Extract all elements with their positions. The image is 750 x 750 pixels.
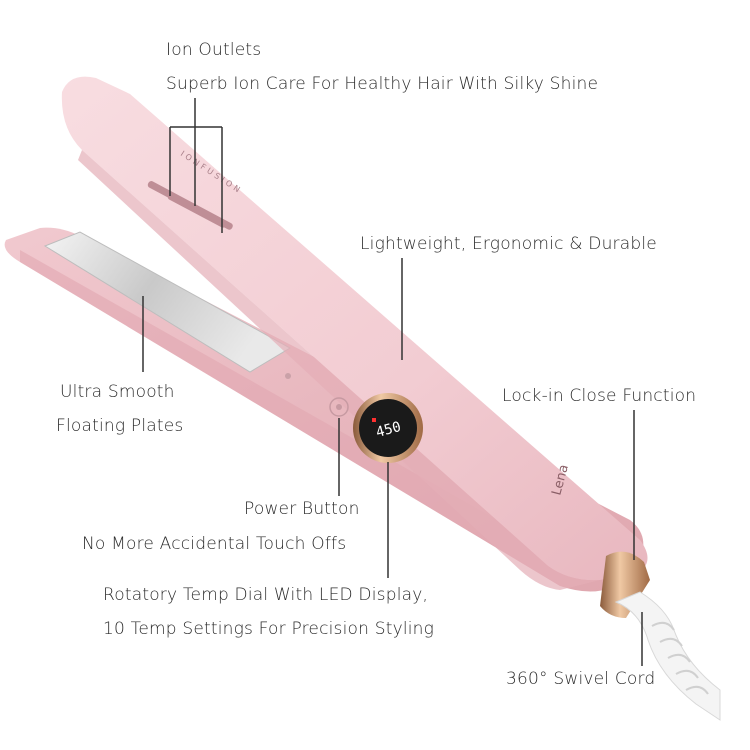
dial-callout-line1: Rotatory Temp Dial With LED Display, xyxy=(103,585,429,605)
lightweight-callout: Lightweight, Ergonomic & Durable xyxy=(360,234,657,254)
plates-callout-line1: Ultra Smooth xyxy=(60,382,175,402)
power-button-title: Power Button xyxy=(244,499,360,519)
cord-callout: 360° Swivel Cord xyxy=(506,669,656,689)
dial-callout-line2: 10 Temp Settings For Precision Styling xyxy=(103,619,435,639)
swivel-cord xyxy=(614,591,721,721)
lock-callout: Lock-in Close Function xyxy=(502,386,697,406)
ion-outlets-title: Ion Outlets xyxy=(166,40,262,60)
led-indicator xyxy=(372,418,376,422)
power-button[interactable] xyxy=(329,397,349,417)
power-button-desc: No More Accidental Touch Offs xyxy=(82,534,347,554)
ion-outlets xyxy=(147,181,233,230)
top-arm xyxy=(61,76,648,590)
temp-dial[interactable]: 450 xyxy=(353,393,423,463)
indicator-light xyxy=(285,373,291,379)
leader-lines xyxy=(142,98,643,666)
hinge-ring xyxy=(600,551,650,618)
plates-callout-line2: Floating Plates xyxy=(56,416,184,436)
led-display: 450 xyxy=(374,419,403,441)
ion-outlets-desc: Superb Ion Care For Healthy Hair With Si… xyxy=(166,74,599,94)
